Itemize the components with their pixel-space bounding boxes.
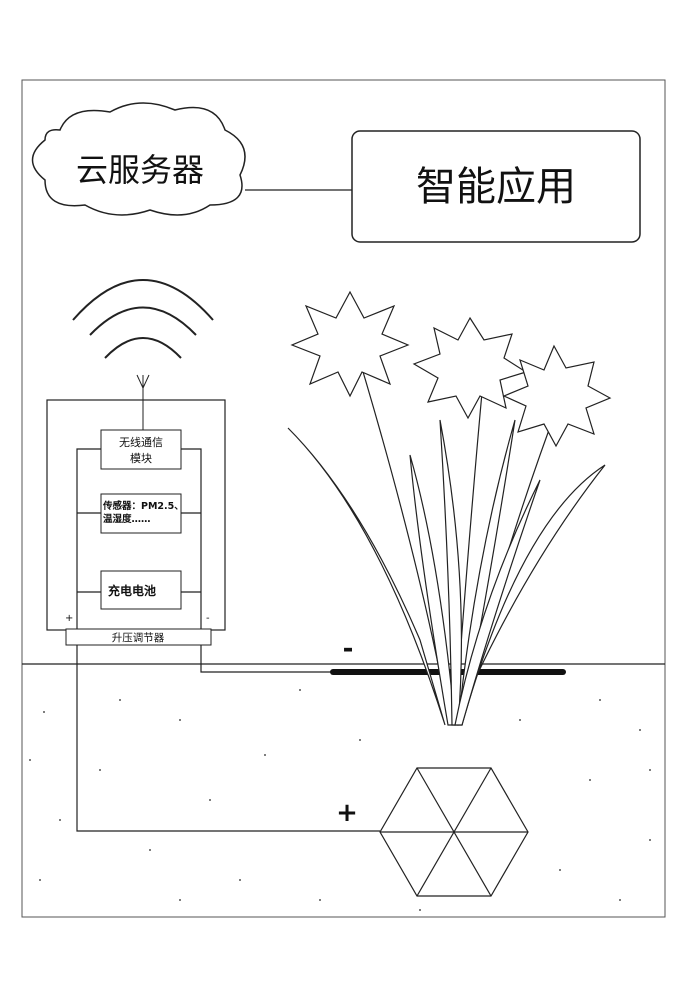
minus-terminal-label: - [206, 613, 210, 624]
negative-label: - [343, 634, 354, 664]
plant-illustration [287, 290, 612, 726]
wifi-signal-icon [72, 279, 214, 359]
boost-regulator-box [65, 628, 212, 646]
wireless-module-label-2: 模块 [130, 452, 152, 465]
frame [21, 79, 666, 918]
smart-app-label: 智能应用 [416, 164, 576, 210]
boost-regulator-label: 升压调节器 [112, 632, 165, 644]
positive-label: + [336, 798, 358, 828]
plus-terminal-label: + [65, 613, 73, 624]
cloud-shape [31, 102, 246, 216]
bus-wires [76, 448, 202, 645]
sensor-box [100, 493, 182, 534]
battery-label: 充电电池 [108, 583, 156, 598]
positive-wire [76, 645, 380, 832]
wireless-module-label-1: 无线通信 [119, 435, 163, 449]
smart-app-box [351, 130, 641, 243]
wireless-module-box [100, 429, 182, 470]
positive-electrode-hexagon [379, 767, 529, 897]
sensor-label-2: 温湿度…… [103, 513, 151, 525]
negative-wire [200, 645, 335, 673]
soil-specks [29, 689, 651, 911]
cloud-server-label: 云服务器 [76, 151, 204, 189]
sensor-label-1: 传感器：PM2.5、 [102, 500, 184, 512]
antenna-icon [136, 374, 150, 430]
battery-box [100, 570, 182, 610]
